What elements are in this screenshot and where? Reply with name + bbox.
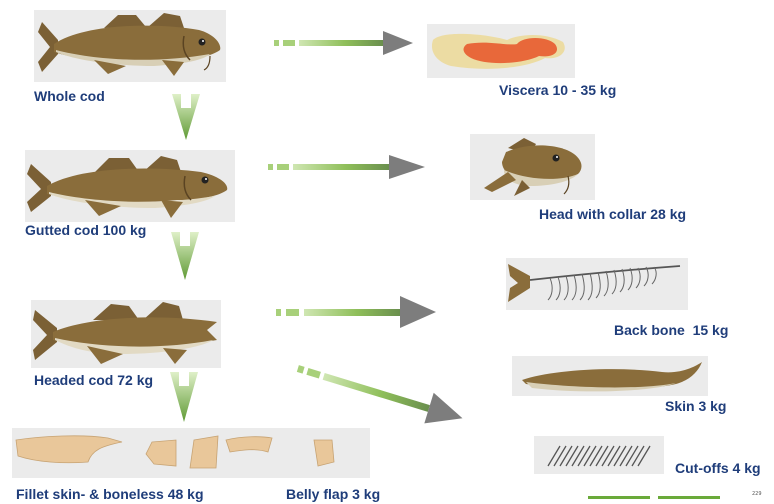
- footer-bar: [588, 496, 720, 499]
- arrow-to-skin: [293, 353, 467, 434]
- down-arrow-2: [171, 232, 199, 280]
- down-arrow-1: [172, 94, 200, 140]
- arrow-to-viscera: [274, 31, 413, 55]
- page-number: 229: [752, 491, 762, 497]
- down-arrow-3: [170, 372, 198, 422]
- arrow-to-head: [268, 155, 425, 179]
- arrow-to-back-bone: [276, 296, 436, 328]
